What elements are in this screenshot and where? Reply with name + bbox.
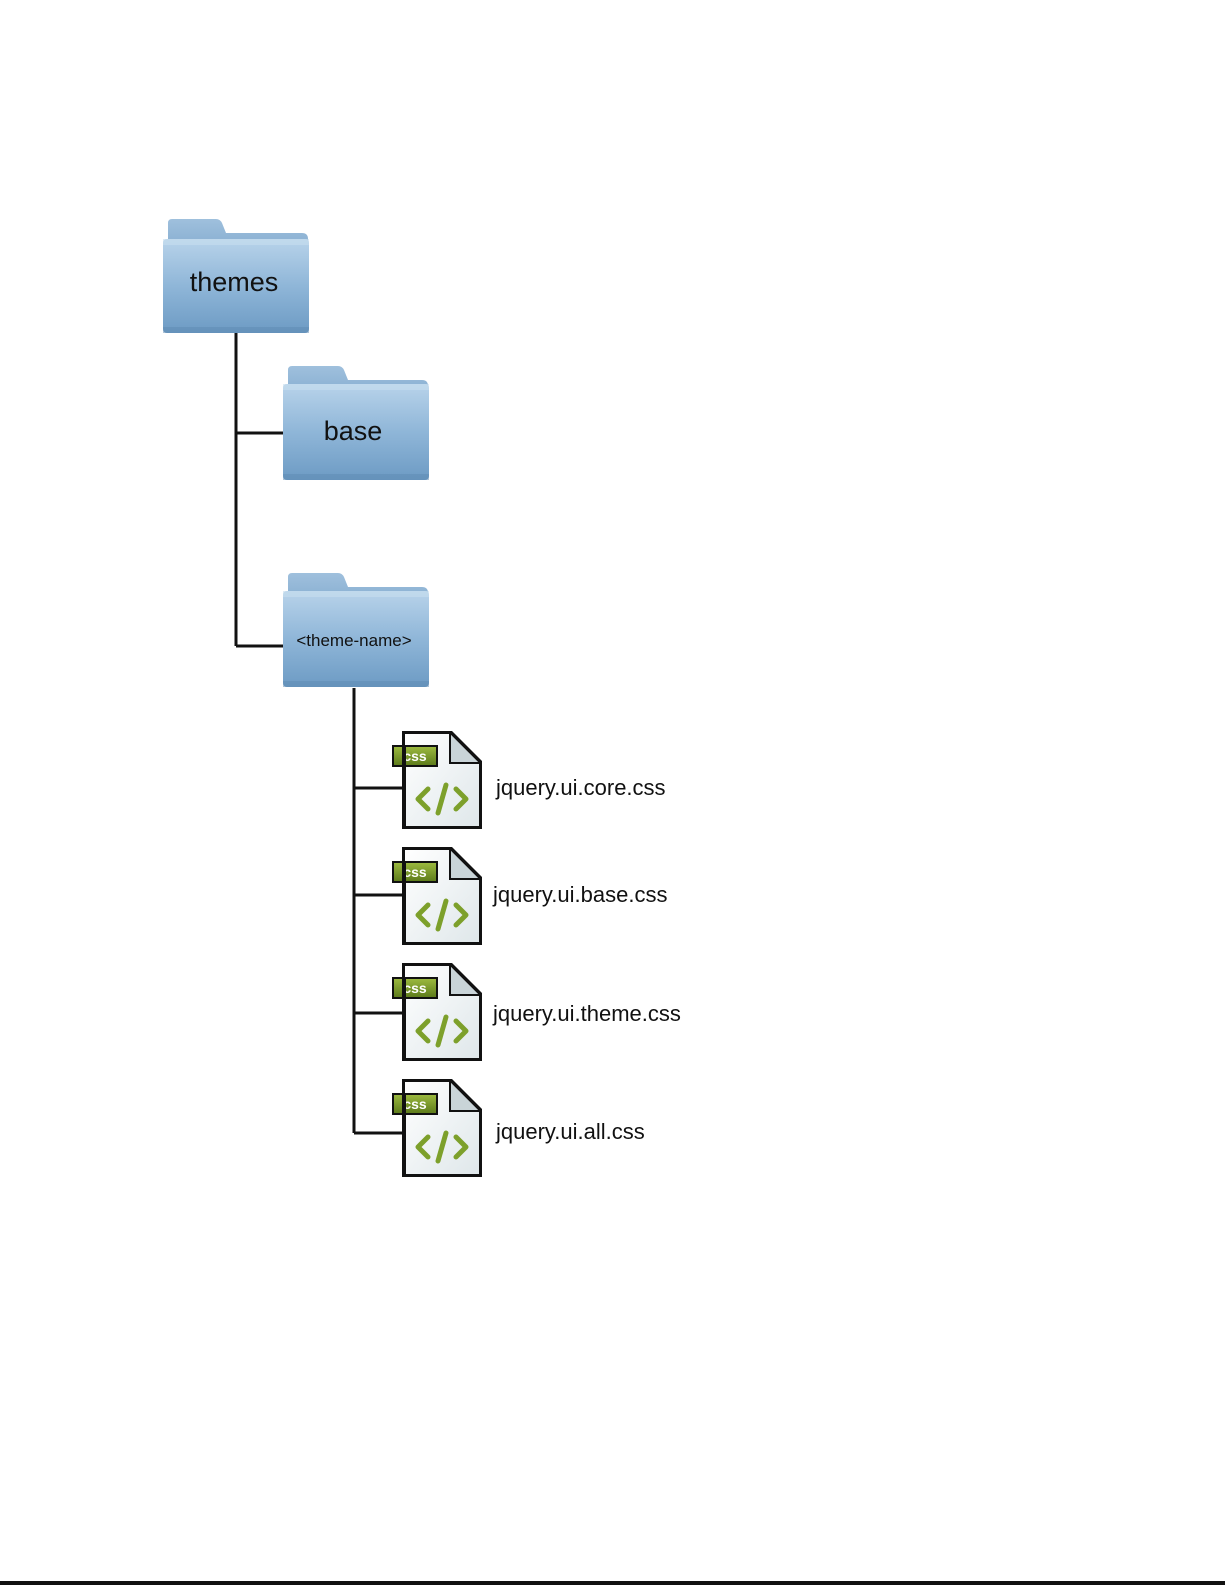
folder-icon	[283, 573, 429, 687]
file-label-base-css: jquery.ui.base.css	[492, 882, 667, 907]
folder-label-themes: themes	[190, 267, 279, 297]
file-label-core-css: jquery.ui.core.css	[495, 775, 666, 800]
css-badge-text: css	[403, 980, 427, 996]
folder-themes[interactable]: themes	[163, 219, 309, 333]
file-theme-css[interactable]: css jquery.ui.theme.css	[392, 963, 681, 1061]
folder-theme-name[interactable]: <theme-name>	[283, 573, 429, 687]
folder-label-base: base	[324, 416, 383, 446]
css-badge-text: css	[403, 864, 427, 880]
css-file-icon: css	[392, 847, 482, 945]
css-file-icon: css	[392, 1079, 482, 1177]
css-badge-text: css	[403, 748, 427, 764]
folder-base[interactable]: base	[283, 366, 429, 480]
css-file-icon: css	[392, 963, 482, 1061]
file-base-css[interactable]: css jquery.ui.base.css	[392, 847, 667, 945]
css-file-icon: css	[392, 731, 482, 829]
folder-label-theme-name: <theme-name>	[296, 631, 411, 650]
file-core-css[interactable]: css jquery.ui.core.css	[392, 731, 666, 829]
file-label-theme-css: jquery.ui.theme.css	[492, 1001, 681, 1026]
css-badge-text: css	[403, 1096, 427, 1112]
file-label-all-css: jquery.ui.all.css	[495, 1119, 645, 1144]
page-bottom-rule	[0, 1581, 1225, 1585]
file-all-css[interactable]: css jquery.ui.all.css	[392, 1079, 645, 1177]
